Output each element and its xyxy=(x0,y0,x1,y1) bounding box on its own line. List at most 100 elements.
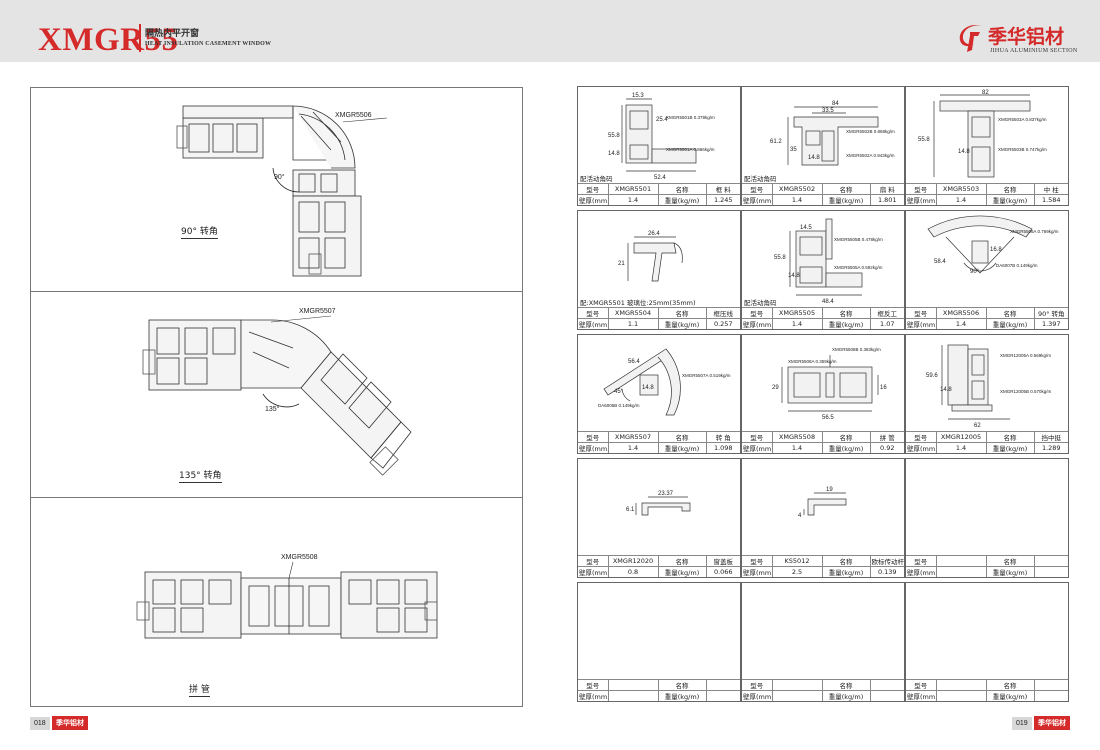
thickness-value: 1.4 xyxy=(608,194,659,205)
name-label: 名称 xyxy=(658,679,707,691)
dim-text: 21 xyxy=(618,261,625,267)
profile-cell: 82 55.8 14.8 XMGR5503A 0.837kg/m XMGR550… xyxy=(905,86,1069,206)
name-value: 框压线 xyxy=(706,307,740,319)
page-header: XMGR55 隔热内平开窗 HEAT INSULATION CASEMENT W… xyxy=(0,0,1100,62)
dim-text: 26.4 xyxy=(648,231,660,237)
profile-drawing: 15.3 25.4 55.8 14.8 52.4 XMGR5501B 0.379… xyxy=(608,93,715,181)
model-label: 型号 xyxy=(578,183,609,195)
profile-spec-table: 型号 名称 壁厚(mm) 重量(kg/m) xyxy=(742,679,904,701)
profile-cell: 84 33.5 61.2 35 14.8 XMGR5502B 0.868kg/m… xyxy=(741,86,905,206)
thickness-label: 壁厚(mm) xyxy=(742,690,773,701)
assembly-drawing-panel: XMGR5506 90° 90° 转角 XMGR5507 135° 135° 转 xyxy=(30,87,523,707)
joint-tube-label: 拼 管 xyxy=(189,682,210,697)
thickness-label: 壁厚(mm) xyxy=(906,442,937,453)
name-label: 名称 xyxy=(822,431,871,443)
model-value xyxy=(772,679,823,691)
model-value xyxy=(936,679,987,691)
model-label: 型号 xyxy=(742,679,773,691)
profile-drawing: 16.8 58.4 90° XMGR5506A 0.769kg/m DA6007… xyxy=(927,215,1059,275)
thickness-value xyxy=(936,566,987,577)
thickness-value: 1.4 xyxy=(936,318,987,329)
name-value xyxy=(706,679,740,691)
thickness-value: 0.8 xyxy=(608,566,659,577)
name-value: 框反工 xyxy=(870,307,904,319)
name-value: 90° 转角 xyxy=(1034,307,1068,319)
name-value: 挡中挺 xyxy=(1034,431,1068,443)
thickness-value: 1.4 xyxy=(936,194,987,205)
dim-text: 56.4 xyxy=(628,359,640,365)
profile-spec-table: 型号 XMGR5502 名称 扇 料 壁厚(mm) 1.4 重量(kg/m) 1… xyxy=(742,183,904,205)
dim-text: 52.4 xyxy=(654,175,666,181)
weight-label: 重量(kg/m) xyxy=(986,566,1035,577)
thickness-value xyxy=(608,690,659,701)
dim-text: 82 xyxy=(982,90,989,96)
part-label: DA6006B 0.149kg/m xyxy=(598,403,640,408)
dim-text: 56.5 xyxy=(822,415,834,421)
weight-label: 重量(kg/m) xyxy=(822,690,871,701)
profile-cell: 15.3 25.4 55.8 14.8 52.4 XMGR5501B 0.379… xyxy=(577,86,741,206)
corner-90-label: 90° 转角 xyxy=(181,224,218,239)
dim-text: 15.3 xyxy=(632,93,644,99)
name-label: 名称 xyxy=(658,183,707,195)
corner-135-callout: XMGR5507 xyxy=(299,308,336,315)
thickness-label: 壁厚(mm) xyxy=(742,318,773,329)
part-label: DA6007B 0.149kg/m xyxy=(996,263,1038,268)
part-label: XMGR5501B 0.379kg/m xyxy=(666,115,715,120)
thickness-label: 壁厚(mm) xyxy=(906,566,937,577)
footer-logo-left: 季华铝材 xyxy=(52,716,88,730)
weight-label: 重量(kg/m) xyxy=(658,566,707,577)
weight-value: 1.801 xyxy=(870,194,904,205)
thickness-value: 1.4 xyxy=(772,194,823,205)
model-label: 型号 xyxy=(578,307,609,319)
part-label: XMGR5507A 0.519kg/m xyxy=(682,373,731,378)
weight-value: 1.289 xyxy=(1034,442,1068,453)
profile-drawing: 59.6 14.8 62 XMGR12005A 0.569kg/m XMGR12… xyxy=(926,344,1052,429)
model-value: XMGR5506 xyxy=(936,307,987,319)
profile-spec-table: 型号 XMGR5503 名称 中 柱 壁厚(mm) 1.4 重量(kg/m) 1… xyxy=(906,183,1068,205)
profile-drawing: 26.4 21 xyxy=(618,231,683,282)
thickness-label: 壁厚(mm) xyxy=(906,194,937,205)
profile-drawing: 23.37 6.1 xyxy=(626,491,691,516)
part-label: XMGR5501A 0.866kg/m xyxy=(666,147,715,152)
dim-text: 84 xyxy=(832,101,839,107)
dim-text: 16 xyxy=(880,385,887,391)
thickness-value: 1.4 xyxy=(772,318,823,329)
weight-value: 1.07 xyxy=(870,318,904,329)
model-value: XMGR12005 xyxy=(936,431,987,443)
thickness-label: 壁厚(mm) xyxy=(742,566,773,577)
weight-value: 1.584 xyxy=(1034,194,1068,205)
profile-cell: 16.8 58.4 90° XMGR5506A 0.769kg/m DA6007… xyxy=(905,210,1069,330)
model-value: XMGR5505 xyxy=(772,307,823,319)
weight-value: 0.257 xyxy=(706,318,740,329)
model-label: 型号 xyxy=(578,679,609,691)
model-label: 型号 xyxy=(742,183,773,195)
model-label: 型号 xyxy=(906,555,937,567)
profile-spec-table: 型号 XMGR5505 名称 框反工 壁厚(mm) 1.4 重量(kg/m) 1… xyxy=(742,307,904,329)
model-label: 型号 xyxy=(578,431,609,443)
model-value xyxy=(936,555,987,567)
corner-90-section: XMGR5506 90° 90° 转角 xyxy=(31,88,522,291)
thickness-value: 2.5 xyxy=(772,566,823,577)
brand-name-en: JIHUA ALUMINIUM SECTION xyxy=(990,48,1078,54)
profile-drawing: 19 4 xyxy=(798,487,847,519)
name-value: 转 角 xyxy=(706,431,740,443)
dim-text: 58.4 xyxy=(934,259,946,265)
thickness-label: 壁厚(mm) xyxy=(906,318,937,329)
weight-value: 0.066 xyxy=(706,566,740,577)
name-value: 拼 管 xyxy=(870,431,904,443)
name-value: 扇 料 xyxy=(870,183,904,195)
dim-text: 55.8 xyxy=(774,255,786,261)
corner-135-angle: 135° xyxy=(265,406,280,413)
thickness-value: 1.4 xyxy=(772,442,823,453)
thickness-label: 壁厚(mm) xyxy=(578,318,609,329)
profile-cell: 14.5 55.8 14.8 48.4 XMGR5505B 0.478kg/m … xyxy=(741,210,905,330)
profile-note: 配活动角码 xyxy=(744,299,777,307)
name-value xyxy=(1034,679,1068,691)
weight-label: 重量(kg/m) xyxy=(822,318,871,329)
thickness-label: 壁厚(mm) xyxy=(578,566,609,577)
dim-text: 48.4 xyxy=(822,299,834,305)
model-label: 型号 xyxy=(578,555,609,567)
name-label: 名称 xyxy=(986,307,1035,319)
thickness-label: 壁厚(mm) xyxy=(906,690,937,701)
weight-label: 重量(kg/m) xyxy=(986,442,1035,453)
